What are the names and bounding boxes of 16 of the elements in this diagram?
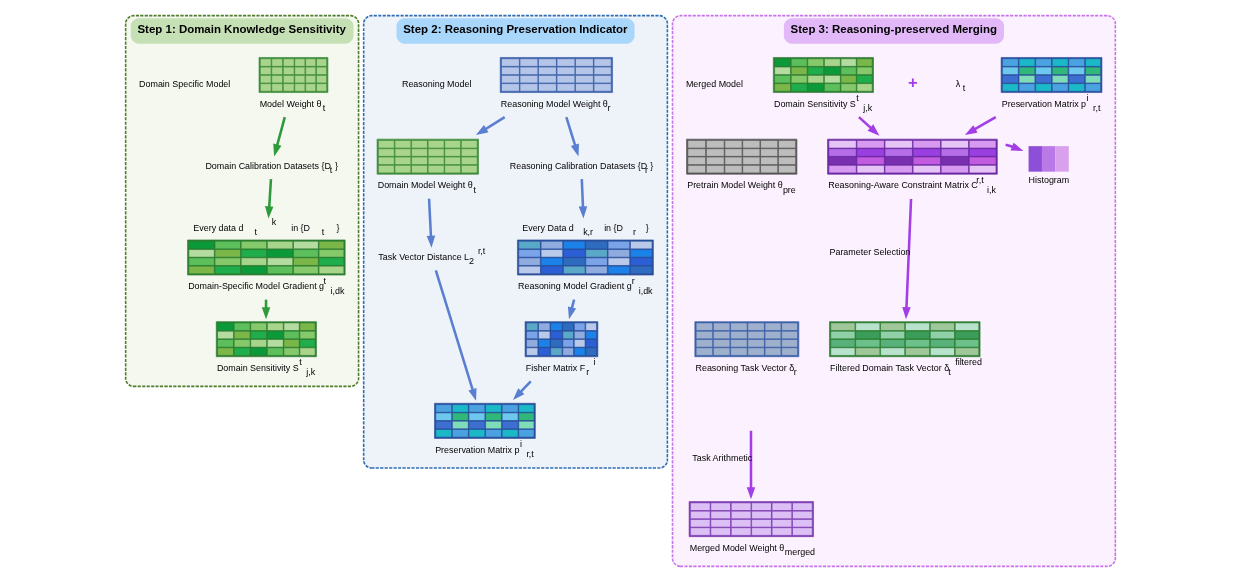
arrow — [901, 198, 912, 320]
arrow — [426, 198, 435, 248]
arrow — [512, 380, 532, 400]
arrow — [578, 179, 587, 219]
label: + — [907, 72, 918, 92]
arrow — [475, 116, 505, 136]
arrow — [264, 179, 273, 219]
arrow — [564, 116, 579, 157]
node-label: Histogram — [1028, 175, 1069, 186]
node-text: Domain Specific Model — [138, 78, 230, 89]
node-text: Merged Model — [685, 78, 743, 89]
arrow — [746, 430, 755, 500]
arrow — [964, 116, 996, 135]
arrow — [272, 116, 286, 157]
node-text: Reasoning Model — [401, 78, 471, 89]
arrow — [434, 270, 477, 401]
